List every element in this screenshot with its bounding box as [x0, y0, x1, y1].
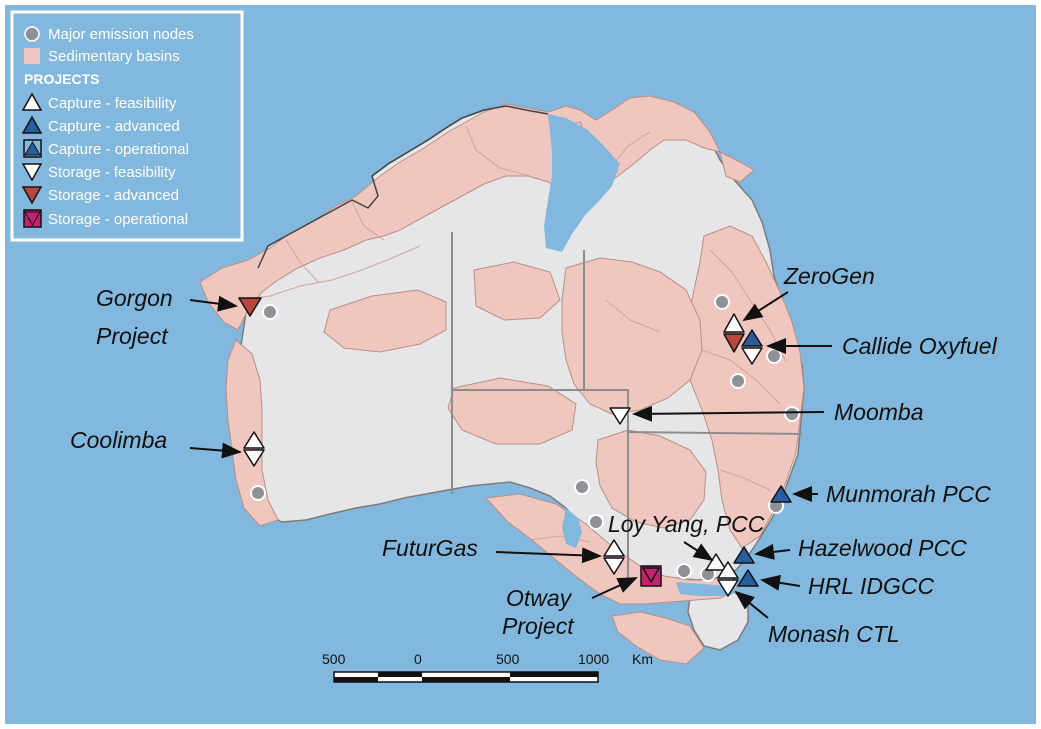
scale-tick-0: 0: [414, 651, 422, 667]
legend: Major emission nodes Sedimentary basins …: [10, 10, 244, 242]
monash-capture-feasibility-icon: [717, 561, 739, 579]
gorgon-storage-advanced-icon: [238, 297, 262, 317]
hrl-arrow: [760, 574, 801, 591]
futurgas-arrow: [495, 547, 602, 564]
emission-node: [574, 479, 590, 495]
map-labels: Gorgon Project Coolimba ZeroGen Callide …: [70, 263, 998, 647]
emission-node: [588, 514, 604, 530]
otway-storage-operational-triangle: [642, 567, 660, 583]
futurgas-capture-feasibility-icon: [603, 539, 625, 557]
moomba-storage-feasibility-icon: [609, 407, 631, 425]
emission-node: [784, 406, 800, 422]
label-gorgon-line2: Project: [96, 323, 169, 349]
label-hazelwood: Hazelwood PCC: [798, 535, 967, 561]
coolimba-capture-feasibility-icon: [243, 431, 265, 449]
zerogen-arrow: [742, 291, 789, 322]
red-triangle-down-icon: [21, 186, 43, 205]
label-otway-line2: Project: [502, 613, 575, 639]
hazelwood-capture-advanced-icon: [733, 546, 755, 564]
basin-boundaries: [237, 125, 787, 543]
label-coolimba: Coolimba: [70, 427, 167, 453]
label-monash: Monash CTL: [768, 621, 900, 647]
scale-unit: Km: [632, 651, 653, 667]
hrl-capture-advanced-icon: [737, 569, 759, 587]
state-borders: [451, 232, 803, 578]
spencer-gulf: [562, 508, 582, 548]
legend-project-storage-operational: Storage - operational: [48, 211, 188, 228]
legend-box: [10, 10, 244, 242]
loy-yang-arrow: [683, 541, 714, 562]
blue-triangle-up-icon: [21, 115, 43, 134]
label-otway-line1: Otway: [506, 585, 573, 611]
otway-arrow: [591, 577, 638, 599]
magenta-square-triangle-inner: [24, 211, 41, 227]
pink-square-icon: [24, 48, 40, 64]
legend-item-basins: Sedimentary basins: [48, 48, 180, 65]
emission-node: [766, 348, 782, 364]
legend-project-capture-operational: Capture - operational: [48, 141, 189, 158]
emission-node: [250, 485, 266, 501]
emission-node: [676, 563, 692, 579]
legend-item-nodes: Major emission nodes: [48, 26, 194, 43]
futurgas-storage-feasibility-icon: [603, 557, 625, 575]
label-loy-yang: Loy Yang, PCC: [608, 511, 765, 537]
scale-bar: 500 0 500 1000 Km: [322, 651, 653, 683]
label-munmorah: Munmorah PCC: [826, 481, 991, 507]
white-triangle-down-icon: [21, 163, 43, 182]
emission-node: [714, 294, 730, 310]
munmorah-capture-advanced-icon: [770, 485, 792, 503]
label-hrl: HRL IDGCC: [808, 573, 934, 599]
callide-capture-advanced-icon: [741, 329, 763, 347]
gray-circle-icon: [24, 26, 40, 42]
gorgon-arrow: [189, 295, 238, 312]
label-callide: Callide Oxyfuel: [842, 333, 998, 359]
blue-triangle-square-inner: [24, 140, 41, 156]
white-triangle-up-icon: [21, 92, 43, 111]
project-symbols: [238, 297, 792, 597]
legend-project-storage-advanced: Storage - advanced: [48, 187, 179, 204]
emission-node: [262, 304, 278, 320]
label-gorgon-line1: Gorgon: [96, 285, 173, 311]
legend-project-capture-advanced: Capture - advanced: [48, 118, 180, 135]
otway-storage-operational-icon: [640, 565, 662, 587]
coolimba-arrow: [189, 442, 242, 459]
label-moomba: Moomba: [834, 399, 923, 425]
label-zerogen: ZeroGen: [783, 263, 875, 289]
moomba-arrow: [632, 405, 825, 422]
legend-heading: PROJECTS: [24, 71, 99, 87]
legend-project-capture-feasibility: Capture - feasibility: [48, 95, 177, 112]
coolimba-storage-feasibility-icon: [243, 449, 265, 467]
magenta-square-triangle-icon: [23, 209, 42, 228]
callide-storage-feasibility-icon: [741, 347, 763, 365]
scale-tick-500-left: 500: [322, 651, 346, 667]
label-futurgas: FuturGas: [382, 535, 478, 561]
scale-tick-1000: 1000: [578, 651, 609, 667]
emission-node: [730, 373, 746, 389]
coastline: [257, 105, 549, 269]
gulf-carpentaria: [544, 114, 620, 252]
monash-arrow: [734, 590, 769, 619]
legend-project-storage-feasibility: Storage - feasibility: [48, 164, 176, 181]
label-arrows: [189, 291, 832, 619]
hazelwood-arrow: [754, 543, 791, 560]
monash-storage-feasibility-icon: [717, 579, 739, 597]
loy-yang-capture-feasibility-icon: [705, 553, 727, 571]
scale-tick-500: 500: [496, 651, 520, 667]
zerogen-capture-feasibility-icon: [723, 313, 745, 333]
zerogen-storage-advanced-icon: [723, 333, 745, 353]
